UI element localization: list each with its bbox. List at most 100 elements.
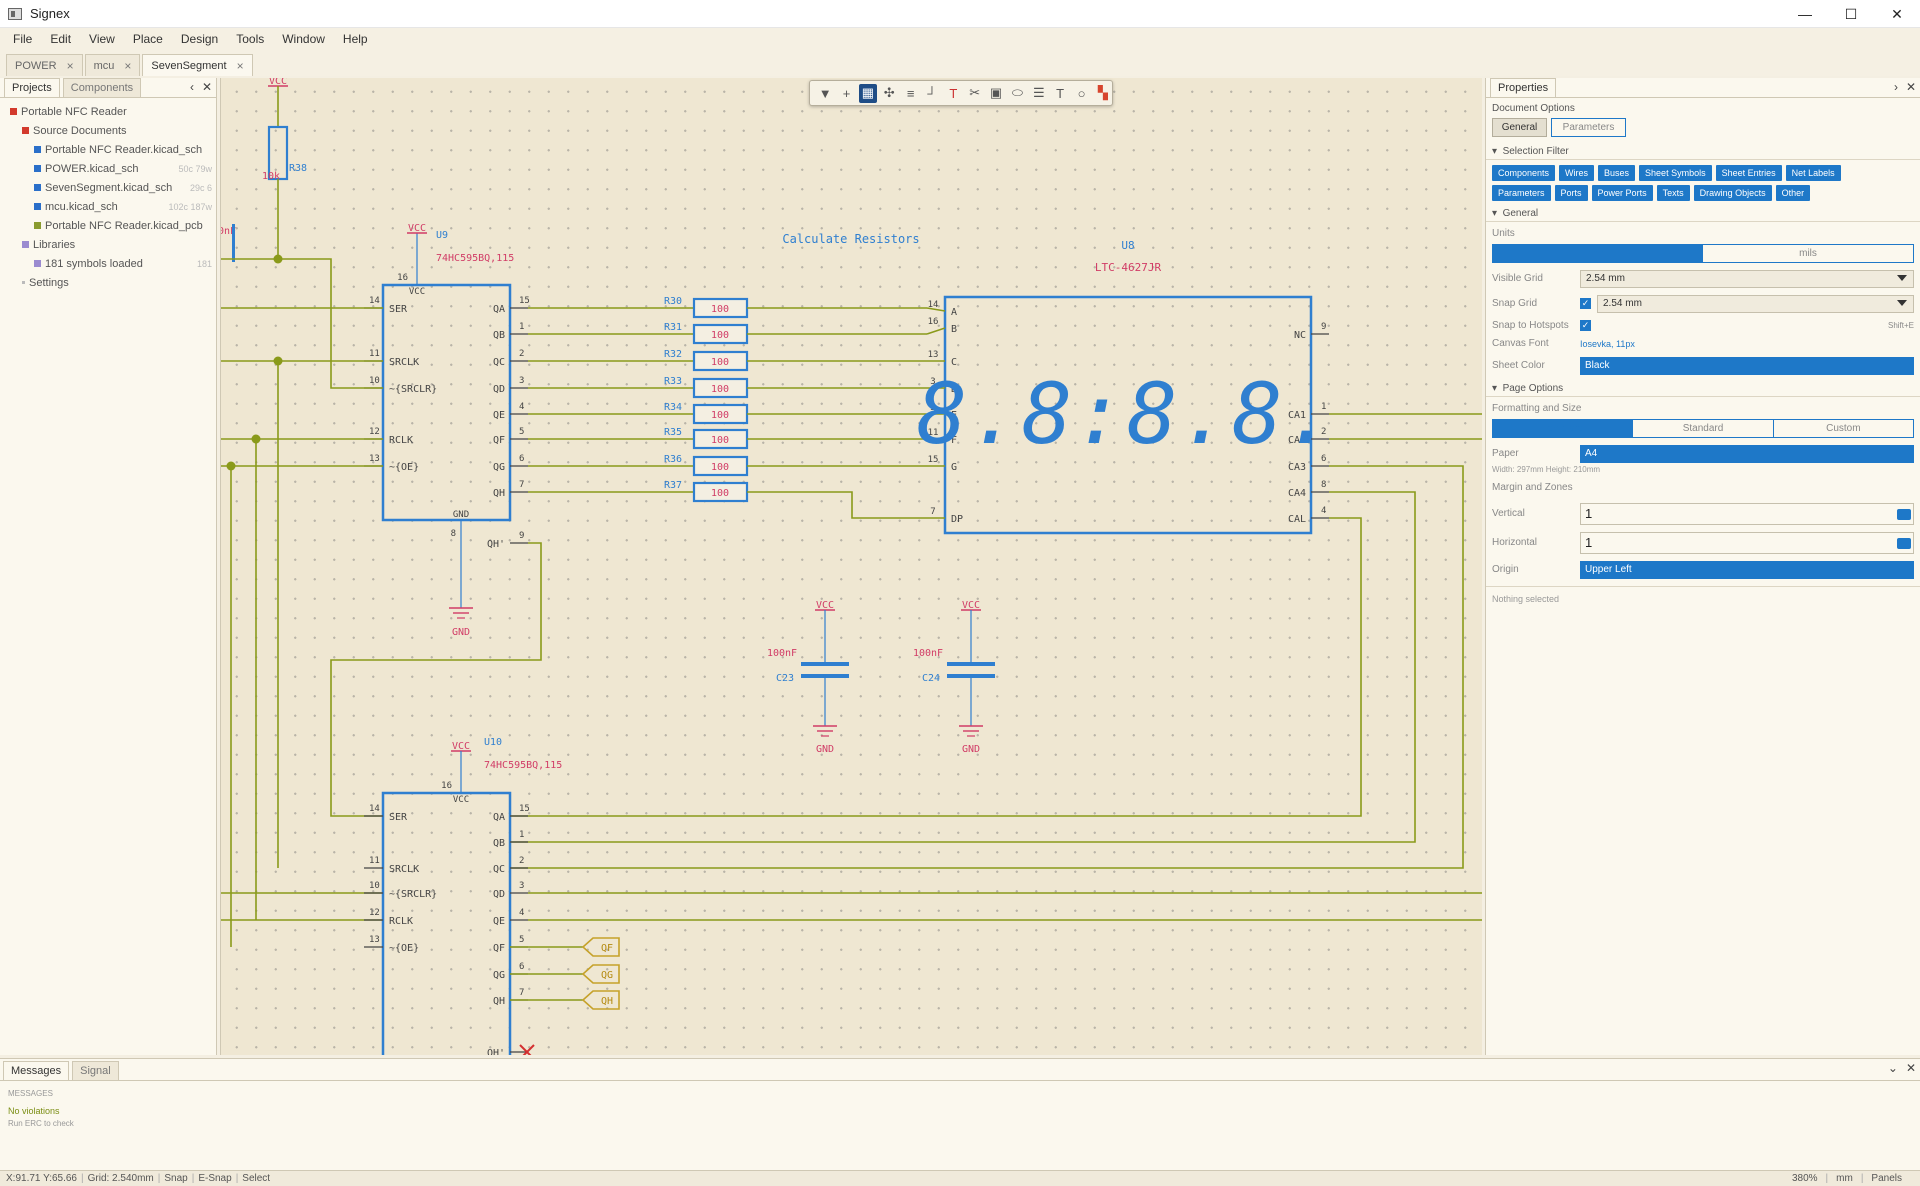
panels-button[interactable]: Panels bbox=[1871, 1173, 1902, 1184]
snap-grid-checkbox[interactable]: ✓ bbox=[1580, 298, 1591, 309]
sheet-color-select[interactable]: Black bbox=[1580, 356, 1914, 375]
text-align-icon[interactable]: ☰ bbox=[1032, 85, 1045, 100]
net-label-icon[interactable]: T bbox=[949, 85, 958, 101]
text-icon[interactable]: T bbox=[1056, 85, 1065, 101]
schematic-drawing[interactable]: VCC16VCCU974HC595BQ,11514SER11SRCLK10~{S… bbox=[221, 78, 1482, 1055]
vertical-input[interactable]: 1 bbox=[1580, 502, 1914, 525]
filter-chip[interactable]: Power Ports bbox=[1591, 185, 1653, 201]
filter-chip[interactable]: Wires bbox=[1559, 165, 1595, 181]
menu-design[interactable]: Design bbox=[180, 32, 219, 46]
close-icon[interactable]: ✕ bbox=[201, 80, 212, 94]
tab-properties[interactable]: Properties bbox=[1490, 78, 1557, 97]
snap-hotspots-checkbox[interactable]: ✓ bbox=[1580, 319, 1591, 331]
canvas-font-value[interactable]: Iosevka, 11px bbox=[1580, 338, 1635, 349]
units-toggle[interactable]: mm mils bbox=[1492, 244, 1914, 263]
doc-tab-power[interactable]: POWER× bbox=[6, 54, 83, 76]
component-icon[interactable]: ▣ bbox=[989, 85, 1003, 100]
filter-chip[interactable]: Net Labels bbox=[1785, 165, 1841, 181]
tab-projects[interactable]: Projects bbox=[4, 78, 60, 97]
snap-toggle[interactable]: Snap bbox=[164, 1173, 188, 1184]
menu-edit[interactable]: Edit bbox=[50, 32, 72, 46]
filter-chip[interactable]: Sheet Symbols bbox=[1639, 165, 1712, 181]
menu-view[interactable]: View bbox=[89, 32, 115, 46]
tree-item[interactable]: Settings bbox=[0, 273, 216, 292]
tree-item[interactable]: Portable NFC Reader.kicad_pcb bbox=[0, 216, 216, 235]
file-icon bbox=[10, 108, 17, 115]
stepper-icon[interactable] bbox=[1897, 537, 1911, 549]
filter-chip[interactable]: Sheet Entries bbox=[1715, 165, 1782, 181]
close-button[interactable]: ✕ bbox=[1891, 5, 1903, 22]
align-icon[interactable]: ≡ bbox=[906, 85, 915, 101]
filter-chip[interactable]: Texts bbox=[1656, 185, 1690, 201]
cut-icon[interactable]: ✂ bbox=[969, 85, 981, 100]
tree-item[interactable]: Portable NFC Reader.kicad_sch bbox=[0, 140, 216, 159]
horizontal-input[interactable]: 1 bbox=[1580, 531, 1914, 554]
menu-place[interactable]: Place bbox=[132, 32, 163, 46]
menu-help[interactable]: Help bbox=[342, 32, 368, 46]
tab-signal[interactable]: Signal bbox=[72, 1061, 119, 1080]
page-options-header[interactable]: ▾ Page Options bbox=[1486, 380, 1920, 397]
origin-select[interactable]: Upper Left bbox=[1580, 560, 1914, 579]
general-header[interactable]: ▾ General bbox=[1486, 205, 1920, 222]
palette-icon[interactable]: ▚ bbox=[1097, 85, 1108, 100]
menu-window[interactable]: Window bbox=[282, 32, 325, 46]
subtab-general[interactable]: General bbox=[1492, 118, 1547, 137]
tree-item[interactable]: Portable NFC Reader bbox=[0, 102, 216, 121]
file-icon bbox=[34, 184, 41, 191]
shape-icon[interactable]: ⬭ bbox=[1011, 85, 1023, 100]
minimize-button[interactable]: — bbox=[1798, 6, 1812, 22]
filter-chip[interactable]: Parameters bbox=[1492, 185, 1551, 201]
subtab-parameters[interactable]: Parameters bbox=[1551, 118, 1626, 137]
tree-item[interactable]: Libraries bbox=[0, 235, 216, 254]
search-icon[interactable]: ○ bbox=[1077, 85, 1086, 101]
collapse-icon[interactable]: ‹ bbox=[189, 80, 194, 94]
filter-chip[interactable]: Ports bbox=[1554, 185, 1588, 201]
format-custom[interactable]: Custom bbox=[1772, 420, 1913, 437]
tab-components[interactable]: Components bbox=[62, 78, 142, 97]
close-icon[interactable]: ✕ bbox=[1905, 1061, 1916, 1075]
filter-chip[interactable]: Components bbox=[1492, 165, 1556, 181]
format-standard[interactable]: Standard bbox=[1632, 420, 1772, 437]
filter-icon[interactable]: ▼ bbox=[818, 85, 832, 101]
tree-item[interactable]: Source Documents bbox=[0, 121, 216, 140]
units-mm[interactable]: mm bbox=[1493, 245, 1703, 262]
paper-select[interactable]: A4 bbox=[1580, 444, 1914, 463]
collapse-icon[interactable]: ⌄ bbox=[1887, 1061, 1898, 1075]
menu-file[interactable]: File bbox=[13, 32, 33, 46]
select-icon[interactable]: ▦ bbox=[858, 83, 878, 103]
filter-chip[interactable]: Buses bbox=[1598, 165, 1636, 181]
filter-chip[interactable]: Drawing Objects bbox=[1693, 185, 1772, 201]
maximize-button[interactable]: ☐ bbox=[1844, 5, 1858, 22]
filter-chip[interactable]: Other bbox=[1775, 185, 1811, 201]
close-icon[interactable]: × bbox=[236, 58, 244, 73]
wire-icon[interactable]: ┘ bbox=[927, 85, 937, 101]
selection-filter-header[interactable]: ▾ Selection Filter bbox=[1486, 143, 1920, 160]
units-mils[interactable]: mils bbox=[1799, 248, 1817, 259]
move-icon[interactable]: ✣ bbox=[883, 85, 895, 100]
close-icon[interactable]: × bbox=[124, 58, 132, 73]
doc-tab-mcu[interactable]: mcu× bbox=[84, 54, 141, 76]
menu-tools[interactable]: Tools bbox=[236, 32, 265, 46]
power-label: VCC bbox=[816, 600, 834, 611]
add-icon[interactable]: + bbox=[842, 85, 851, 101]
stepper-icon[interactable] bbox=[1897, 508, 1911, 520]
esnap-toggle[interactable]: E-Snap bbox=[198, 1173, 232, 1184]
port-shape bbox=[581, 937, 620, 957]
doc-tab-sevensegment[interactable]: SevenSegment× bbox=[142, 54, 253, 76]
zoom-level[interactable]: 380% bbox=[1791, 1173, 1818, 1184]
visible-grid-select[interactable]: 2.54 mm bbox=[1580, 269, 1914, 288]
format-mode-toggle[interactable]: Template Standard Custom bbox=[1492, 419, 1914, 438]
tab-messages[interactable]: Messages bbox=[3, 1061, 70, 1080]
close-icon[interactable]: × bbox=[66, 58, 74, 73]
collapse-icon[interactable]: › bbox=[1893, 80, 1898, 94]
format-template[interactable]: Template bbox=[1493, 420, 1633, 437]
pin-name: D bbox=[951, 384, 957, 395]
units-indicator[interactable]: mm bbox=[1836, 1173, 1853, 1184]
close-icon[interactable]: ✕ bbox=[1905, 80, 1916, 94]
snap-grid-select[interactable]: 2.54 mm bbox=[1597, 294, 1914, 313]
